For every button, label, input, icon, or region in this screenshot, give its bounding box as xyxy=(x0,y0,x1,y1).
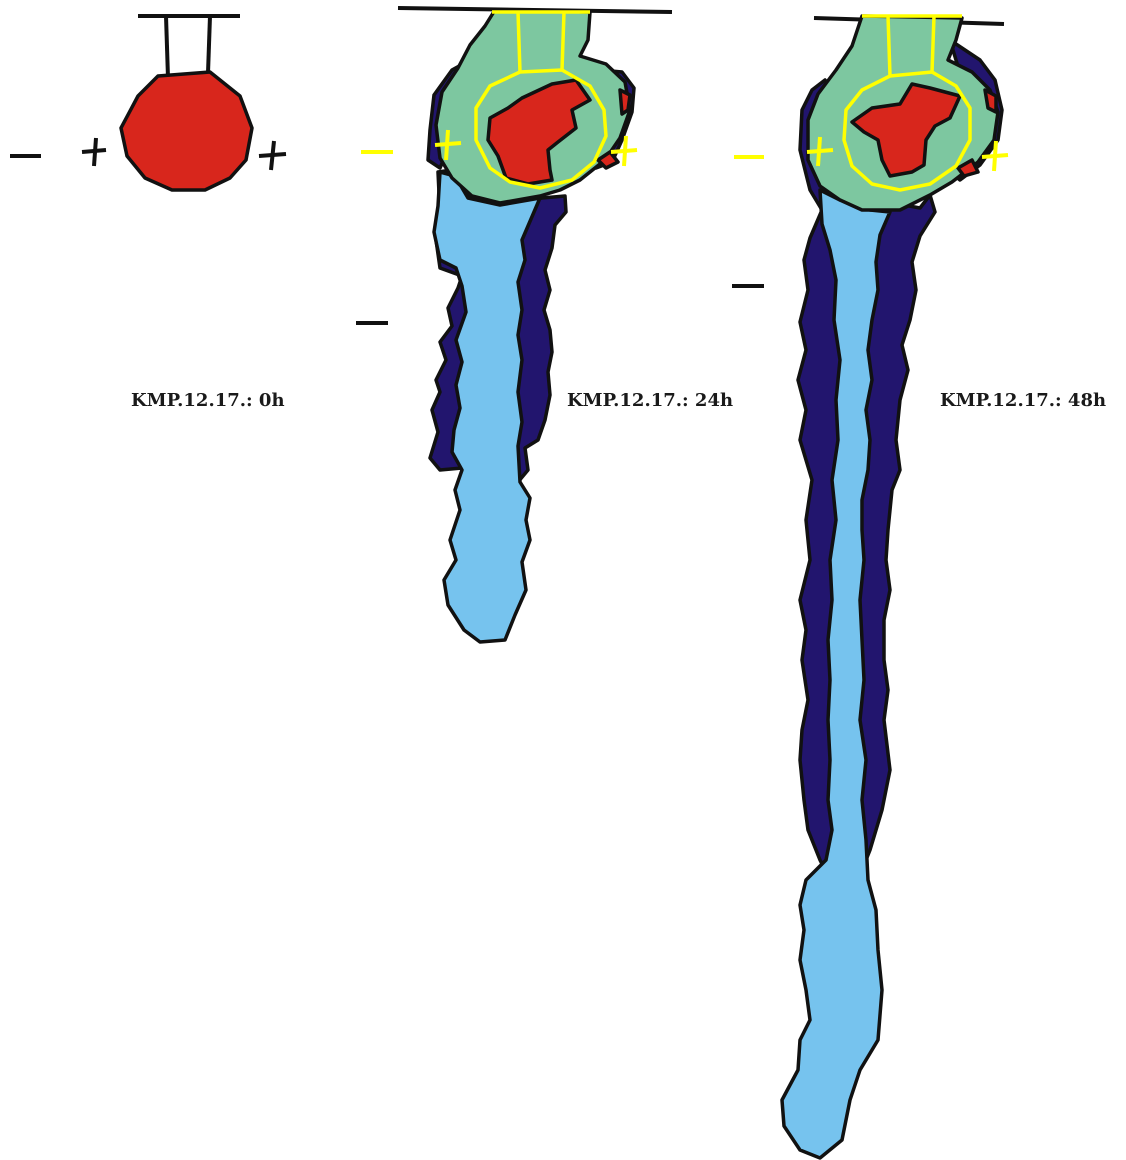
caption-48h: KMP.12.17.: 48h xyxy=(940,390,1106,411)
caption-24h: KMP.12.17.: 24h xyxy=(567,390,733,411)
seed-fragment-24h xyxy=(620,90,630,114)
panel-48h: KMP.12.17.: 48h xyxy=(732,16,1106,1158)
stalk-left xyxy=(166,16,168,78)
stalk-right xyxy=(208,16,210,73)
plus-sign-left xyxy=(82,138,106,166)
caption-0h: KMP.12.17.: 0h xyxy=(131,390,285,411)
panel-0h: KMP.12.17.: 0h xyxy=(10,16,286,411)
panel-24h: KMP.12.17.: 24h xyxy=(356,8,733,642)
seed-fragment-48h xyxy=(985,90,996,112)
plus-sign-right xyxy=(259,141,286,170)
seed xyxy=(121,72,252,190)
